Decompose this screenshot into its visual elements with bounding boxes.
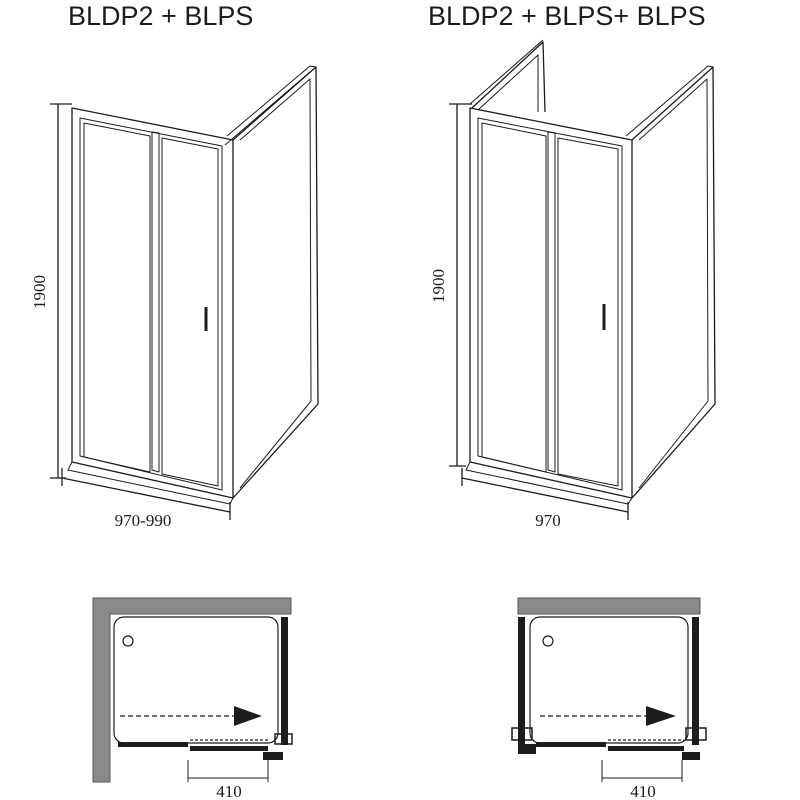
- width-dimension-right: [461, 468, 629, 520]
- height-label-right: 1900: [429, 269, 448, 303]
- shower-tray-left: [113, 616, 279, 744]
- title-bldp2-blps: BLDP2 + BLPS: [68, 1, 254, 31]
- height-label-left: 1900: [30, 275, 49, 309]
- plan-view-right: [511, 597, 707, 782]
- door-sliding-panel-right: [608, 746, 684, 751]
- shower-tray-right: [529, 616, 689, 744]
- height-dimension-right: [449, 103, 472, 467]
- sliding-direction-arrow-icon: [234, 706, 262, 726]
- plan-view-left: [92, 597, 293, 783]
- side-panel-left: [281, 617, 288, 745]
- enclosure-3d-left: [50, 65, 319, 520]
- drain-icon: [542, 635, 554, 647]
- door-sliding-panel-left: [190, 746, 268, 751]
- plan-dimension-label-right: 410: [630, 782, 656, 800]
- sliding-direction-arrow-icon: [646, 706, 676, 726]
- door-fixed-panel-right: [536, 742, 606, 747]
- enclosure-3d-right: [449, 39, 716, 520]
- width-dimension-left: [61, 468, 231, 520]
- side-panel-left-of-right-plan: [518, 617, 525, 745]
- wall-right-plan: [517, 597, 701, 615]
- door-fixed-panel-left: [118, 742, 188, 747]
- wall-left-plan: [92, 597, 292, 783]
- side-panel-right-of-right-plan: [692, 617, 699, 745]
- width-label-left: 970-990: [115, 511, 172, 530]
- title-bldp2-blps-blps: BLDP2 + BLPS+ BLPS: [428, 1, 706, 31]
- height-dimension-left: [50, 103, 72, 479]
- drain-icon: [122, 635, 134, 647]
- width-label-right: 970: [535, 511, 561, 530]
- plan-dimension-label-left: 410: [216, 782, 242, 800]
